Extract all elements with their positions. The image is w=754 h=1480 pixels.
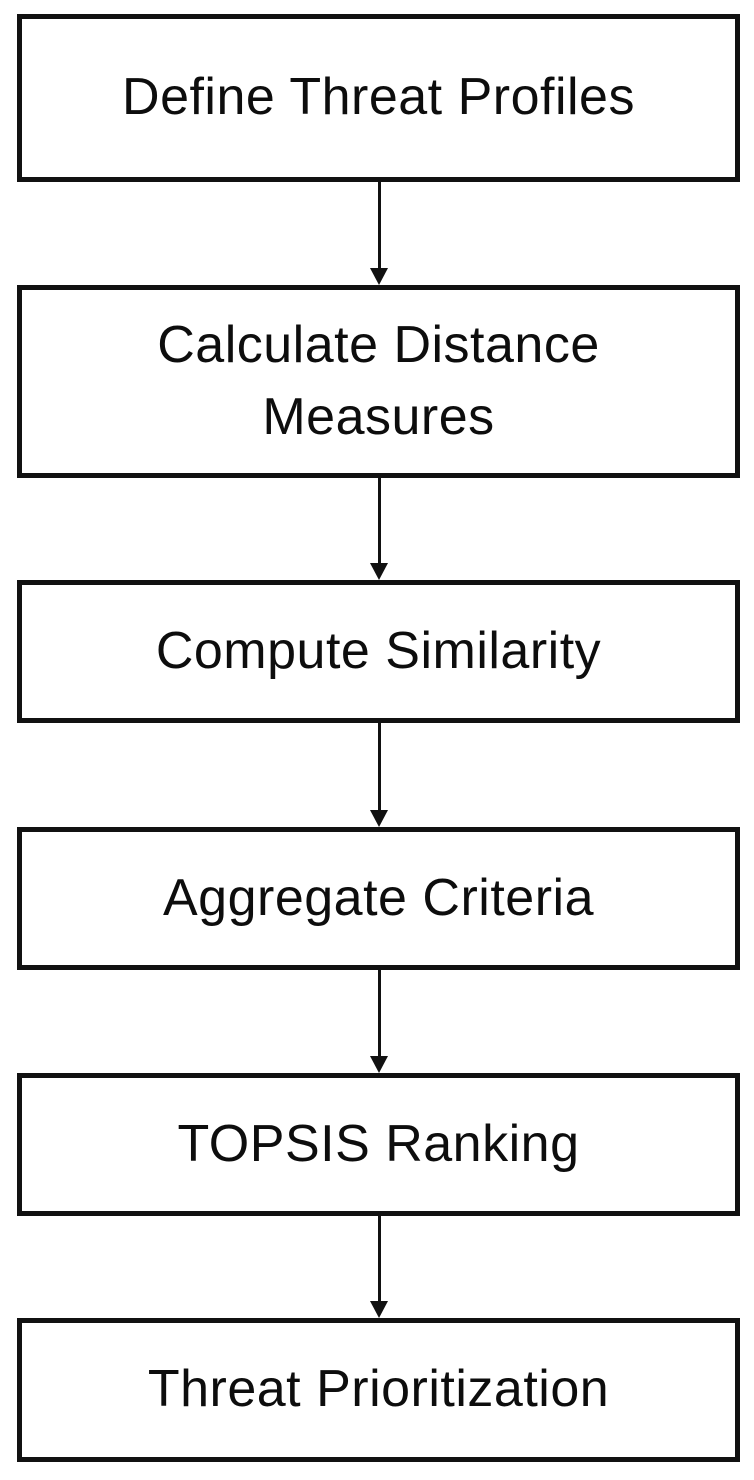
flow-node-compute-similarity: Compute Similarity <box>17 580 740 723</box>
flow-node-aggregate-criteria: Aggregate Criteria <box>17 827 740 970</box>
arrow-stem <box>377 478 381 563</box>
arrow-down-icon <box>370 1301 388 1318</box>
flow-connector <box>369 478 389 580</box>
arrow-stem <box>377 1216 381 1301</box>
flow-node-topsis-ranking: TOPSIS Ranking <box>17 1073 740 1216</box>
arrow-down-icon <box>370 563 388 580</box>
flow-node-label: TOPSIS Ranking <box>177 1114 580 1173</box>
flow-node-calculate-distance-measures: Calculate Distance Measures <box>17 285 740 478</box>
arrow-down-icon <box>370 1056 388 1073</box>
flow-node-threat-prioritization: Threat Prioritization <box>17 1318 740 1462</box>
arrow-down-icon <box>370 268 388 285</box>
flow-node-label: Aggregate Criteria <box>163 868 594 927</box>
flow-node-define-threat-profiles: Define Threat Profiles <box>17 14 740 182</box>
arrow-stem <box>377 970 381 1056</box>
arrow-stem <box>377 182 381 268</box>
arrow-down-icon <box>370 810 388 827</box>
flow-node-label: Compute Similarity <box>155 621 602 680</box>
flow-connector <box>369 182 389 285</box>
flow-connector <box>369 1216 389 1318</box>
flow-connector <box>369 723 389 827</box>
flow-connector <box>369 970 389 1073</box>
arrow-stem <box>377 723 381 810</box>
flow-node-label: Define Threat Profiles <box>122 68 635 127</box>
flow-node-label: Threat Prioritization <box>147 1360 610 1419</box>
flow-node-label: Calculate Distance Measures <box>157 315 600 446</box>
